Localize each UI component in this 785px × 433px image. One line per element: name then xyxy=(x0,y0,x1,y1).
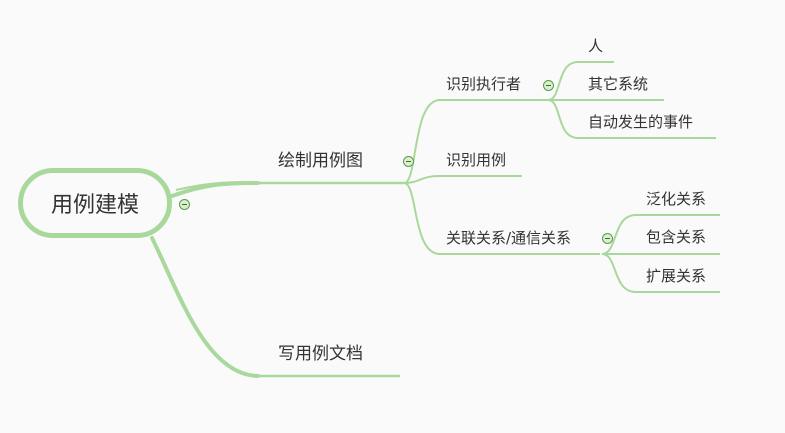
node-association-communication[interactable]: 关联关系/通信关系 xyxy=(446,229,572,247)
collapse-toggle-icon[interactable] xyxy=(179,199,190,210)
node-include[interactable]: 包含关系 xyxy=(646,228,707,246)
node-generalization[interactable]: 泛化关系 xyxy=(646,190,707,208)
node-other-systems[interactable]: 其它系统 xyxy=(588,75,649,93)
node-identify-actors[interactable]: 识别执行者 xyxy=(446,75,522,93)
branch-to-person xyxy=(547,61,579,101)
branch-to-generalization xyxy=(601,214,637,255)
root-label: 用例建模 xyxy=(50,193,139,218)
root-node[interactable]: 用例建模 xyxy=(18,168,172,238)
node-person[interactable]: 人 xyxy=(588,37,604,55)
branch-root-to-write-doc xyxy=(150,236,260,378)
branch-to-extend xyxy=(601,253,637,293)
node-extend[interactable]: 扩展关系 xyxy=(646,267,707,285)
branch-to-auto-events xyxy=(547,99,579,139)
node-write-use-case-doc[interactable]: 写用例文档 xyxy=(278,344,363,364)
branch-root-to-draw-diagram xyxy=(170,181,260,198)
node-draw-use-case-diagram[interactable]: 绘制用例图 xyxy=(278,151,363,171)
collapse-toggle-icon[interactable] xyxy=(602,233,613,244)
branch-to-identify-actors xyxy=(403,99,441,184)
node-identify-use-cases[interactable]: 识别用例 xyxy=(446,151,507,169)
collapse-toggle-icon[interactable] xyxy=(403,156,414,167)
node-auto-events[interactable]: 自动发生的事件 xyxy=(588,113,694,131)
branch-root-to-draw-diagram-thin xyxy=(175,181,259,191)
branch-to-identify-usecases xyxy=(403,175,441,184)
branch-to-association xyxy=(403,182,441,255)
collapse-toggle-icon[interactable] xyxy=(543,80,554,91)
